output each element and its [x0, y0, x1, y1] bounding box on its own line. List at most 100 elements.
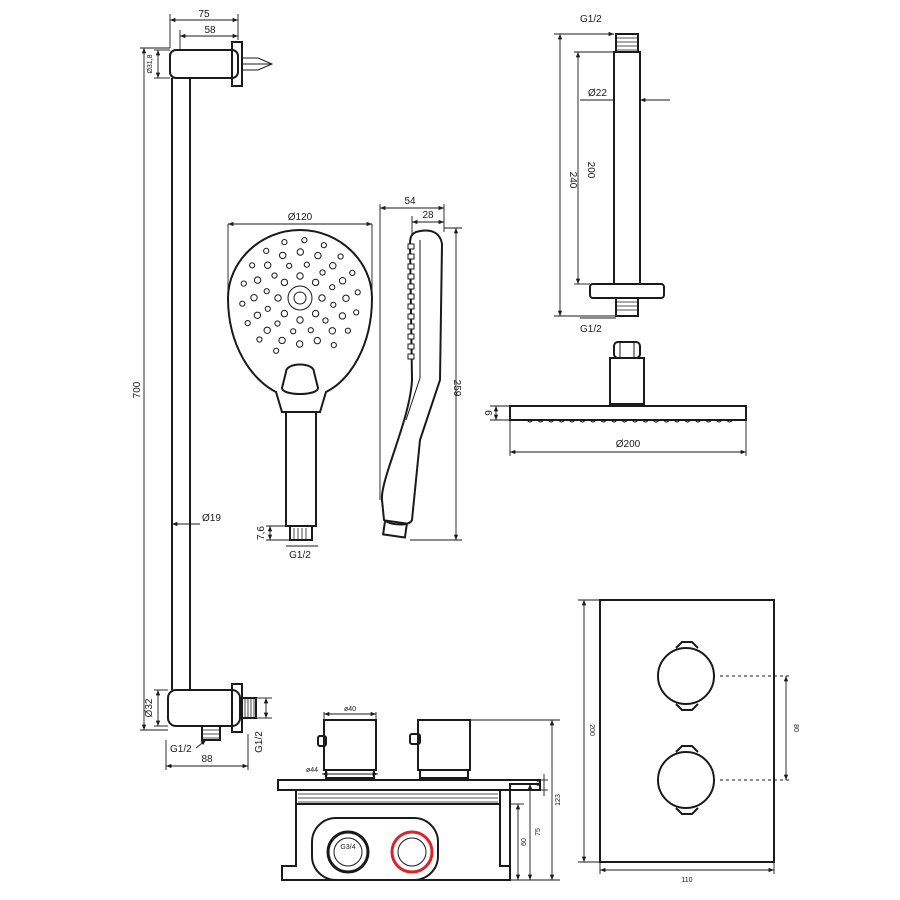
cover-upper-knob [657, 647, 715, 705]
head-nozzle [621, 419, 628, 423]
head-ball-joint [613, 341, 641, 359]
body-mounting-plate [277, 779, 541, 791]
head-nozzle [715, 419, 723, 423]
hand-shower-side-view: 54 28 259 [379, 196, 462, 541]
nozzle [286, 262, 293, 269]
hand-side-dim-28: 28 [422, 210, 434, 221]
head-nozzle [663, 419, 670, 423]
body-inlet-housing [311, 817, 439, 881]
nozzle [296, 248, 304, 256]
nozzle [328, 327, 336, 335]
hand-shower-front-view: Ø120 7,6 G1/2 [226, 212, 374, 561]
head-nozzles [526, 419, 733, 423]
rail-dim-58: 58 [204, 25, 216, 36]
head-nozzle [526, 419, 534, 423]
nozzle [273, 347, 280, 354]
nozzle [249, 262, 256, 269]
hand-side-dim-54: 54 [404, 196, 416, 207]
head-nozzle [673, 419, 681, 423]
arm-dim-22: Ø22 [588, 88, 607, 99]
rail-dim-19: Ø19 [202, 513, 221, 524]
hand-shower-handle [285, 411, 317, 527]
arm-tube [613, 51, 641, 285]
nozzle [264, 261, 272, 269]
nozzle [281, 239, 288, 246]
arm-wall-flange [589, 283, 665, 299]
arm-dim-240: 240 [567, 172, 578, 189]
hand-dim-7-6: 7,6 [256, 526, 267, 540]
nozzle [330, 342, 337, 349]
nozzle [354, 289, 361, 296]
nozzle [318, 294, 326, 302]
head-nozzle [589, 419, 597, 423]
head-stem [609, 357, 645, 405]
arm-top-thread-lines [616, 37, 638, 51]
body-right-spindle [417, 719, 471, 771]
body-dim-75: 75 [535, 828, 542, 836]
nozzle [253, 311, 262, 319]
head-nozzle [610, 419, 618, 423]
rail-top-holder [169, 49, 239, 79]
rail-dim-700: 700 [132, 381, 143, 398]
head-nozzle [631, 419, 639, 423]
hand-dim-120: Ø120 [288, 212, 313, 223]
hand-shower-nozzles [239, 237, 361, 354]
side-nozzle [407, 243, 415, 250]
nozzle [271, 272, 278, 279]
head-nozzle [726, 419, 733, 423]
head-nozzle [652, 419, 660, 423]
body-dim-40: ø40 [344, 706, 356, 713]
nozzle [263, 288, 270, 295]
head-nozzle [694, 419, 702, 423]
side-nozzle [407, 343, 415, 350]
cold-inlet-ring [326, 830, 370, 874]
head-nozzle [684, 419, 691, 423]
arm-top-thread [615, 33, 639, 53]
nozzle [320, 242, 327, 249]
head-shower-view: 9 Ø200 [484, 341, 747, 456]
nozzle [250, 294, 258, 302]
hot-inlet-ring [390, 830, 434, 874]
rail-bar [171, 78, 191, 690]
nozzle [296, 272, 304, 280]
nozzle [240, 280, 247, 287]
nozzle [256, 336, 263, 343]
head-dim-200: Ø200 [616, 439, 641, 450]
cover-dim-80: 80 [792, 724, 799, 732]
thermostat-body-view: G3/4 ø40 ø44 123 3 75 60 [277, 706, 562, 881]
nozzle [280, 278, 289, 287]
nozzle [311, 278, 320, 287]
hand-shower-thread [293, 528, 307, 540]
rail-top-screw-tip [242, 57, 274, 71]
rail-dim-g12-a: G1/2 [170, 744, 192, 755]
nozzle [279, 251, 287, 260]
nozzle [253, 276, 262, 284]
body-dim-123: 123 [555, 794, 562, 806]
head-nozzle [579, 419, 586, 423]
head-plate [509, 405, 747, 421]
nozzle [263, 326, 271, 334]
nozzle [337, 253, 344, 260]
hand-shower-side-nozzles [407, 243, 415, 360]
arm-dim-g12-bottom: G1/2 [580, 324, 602, 335]
nozzle [349, 269, 356, 276]
side-nozzle [407, 263, 415, 270]
nozzle [319, 269, 326, 276]
nozzle [338, 277, 347, 285]
hand-side-dim-259: 259 [451, 380, 462, 397]
rail-dim-88: 88 [201, 754, 213, 765]
body-dim-60: 60 [521, 838, 528, 846]
nozzle [239, 300, 246, 307]
head-nozzle [558, 419, 565, 423]
side-nozzle [407, 283, 415, 290]
hand-shower-side-outline [380, 229, 444, 526]
hand-shower-mode-button [280, 363, 320, 395]
cover-plate-view: 80 200 110 [578, 599, 799, 884]
slide-rail-view: 75 58 Ø31,8 700 Ø19 Ø32 G1/2 G1/2 [132, 9, 274, 770]
nozzle [338, 312, 347, 320]
hand-shower-side-connector [382, 519, 408, 539]
nozzle [329, 262, 337, 270]
nozzle [301, 237, 308, 244]
nozzle [330, 301, 337, 308]
